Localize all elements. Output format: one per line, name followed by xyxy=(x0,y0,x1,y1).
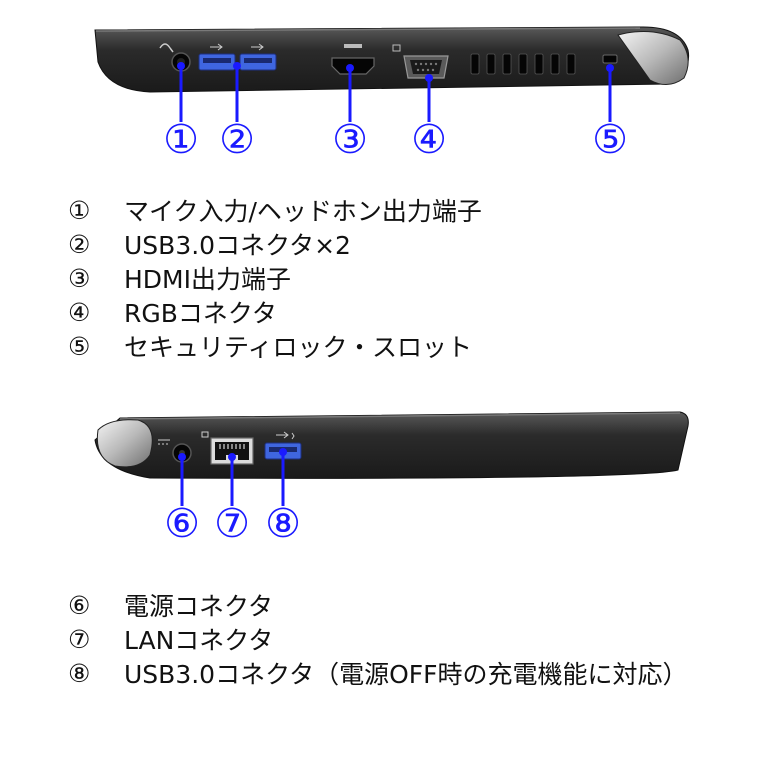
legend-number: ⑥ xyxy=(68,590,91,620)
usb-port-1 xyxy=(198,53,236,71)
callout-number-2: ② xyxy=(219,118,255,162)
legend-right-side-ports: ① マイク入力/ヘッドホン出力端子 ② USB3.0コネクタ×2 ③ HDMI出力端子… xyxy=(68,193,482,363)
legend-item-3: ③ HDMI出力端子 xyxy=(68,261,482,295)
legend-label: マイク入力/ヘッドホン出力端子 xyxy=(124,197,482,226)
legend-label: RGBコネクタ xyxy=(124,299,277,328)
legend-number: ④ xyxy=(68,297,91,327)
callout-dots-top xyxy=(177,62,614,82)
legend-item-5: ⑤ セキュリティロック・スロット xyxy=(68,329,482,363)
callout-lines-bottom xyxy=(180,452,285,506)
callout-number-5: ⑤ xyxy=(592,118,628,162)
hinge-right xyxy=(617,31,689,85)
legend-item-8: ⑧ USB3.0コネクタ（電源OFF時の充電機能に対応） xyxy=(68,656,688,690)
usb-port-2 xyxy=(239,53,277,71)
legend-item-6: ⑥ 電源コネクタ xyxy=(68,588,688,622)
vent-grille xyxy=(470,53,576,75)
monitor-icon xyxy=(392,44,401,52)
dc-power-icon xyxy=(158,439,170,445)
legend-item-7: ⑦ LANコネクタ xyxy=(68,622,688,656)
legend-number: ③ xyxy=(68,263,91,293)
legend-label: USB3.0コネクタ×2 xyxy=(124,231,351,260)
callout-number-4: ④ xyxy=(411,118,447,162)
legend-left-side-ports: ⑥ 電源コネクタ ⑦ LANコネクタ ⑧ USB3.0コネクタ（電源OFF時の充電機能… xyxy=(68,588,688,690)
headset-icon xyxy=(159,43,174,53)
laptop-lid-edge-left xyxy=(119,412,681,420)
legend-label: セキュリティロック・スロット xyxy=(124,333,473,362)
callout-dots-bottom xyxy=(178,448,287,461)
laptop-lid-edge-right xyxy=(95,27,641,32)
legend-number: ⑤ xyxy=(68,331,91,361)
callout-lines-top xyxy=(179,66,612,122)
usb-charge-icon xyxy=(276,431,295,440)
legend-item-4: ④ RGBコネクタ xyxy=(68,295,482,329)
hdmi-icon xyxy=(344,44,362,48)
laptop-right-side xyxy=(94,26,690,93)
callout-number-1: ① xyxy=(163,118,199,162)
legend-number: ② xyxy=(68,229,91,259)
hinge-left xyxy=(96,419,153,468)
legend-number: ⑦ xyxy=(68,624,91,654)
legend-label: LANコネクタ xyxy=(124,626,274,655)
security-lock-slot xyxy=(602,54,618,64)
legend-item-1: ① マイク入力/ヘッドホン出力端子 xyxy=(68,193,482,227)
legend-label: 電源コネクタ xyxy=(124,592,274,621)
laptop-left-side xyxy=(94,411,689,479)
rgb-port xyxy=(403,55,449,79)
legend-number: ⑧ xyxy=(68,658,91,688)
callout-number-8: ⑧ xyxy=(265,502,301,546)
callout-numbers-top: ① ② ③ ④ ⑤ xyxy=(163,118,628,162)
legend-number: ① xyxy=(68,195,91,225)
usb-icon xyxy=(210,43,264,51)
callout-number-7: ⑦ xyxy=(214,502,250,546)
network-icon xyxy=(201,431,209,438)
legend-label: HDMI出力端子 xyxy=(124,265,291,294)
legend-item-2: ② USB3.0コネクタ×2 xyxy=(68,227,482,261)
callout-numbers-bottom: ⑥ ⑦ ⑧ xyxy=(164,502,301,546)
callout-number-3: ③ xyxy=(332,118,368,162)
legend-label: USB3.0コネクタ（電源OFF時の充電機能に対応） xyxy=(124,660,688,689)
callout-number-6: ⑥ xyxy=(164,502,200,546)
